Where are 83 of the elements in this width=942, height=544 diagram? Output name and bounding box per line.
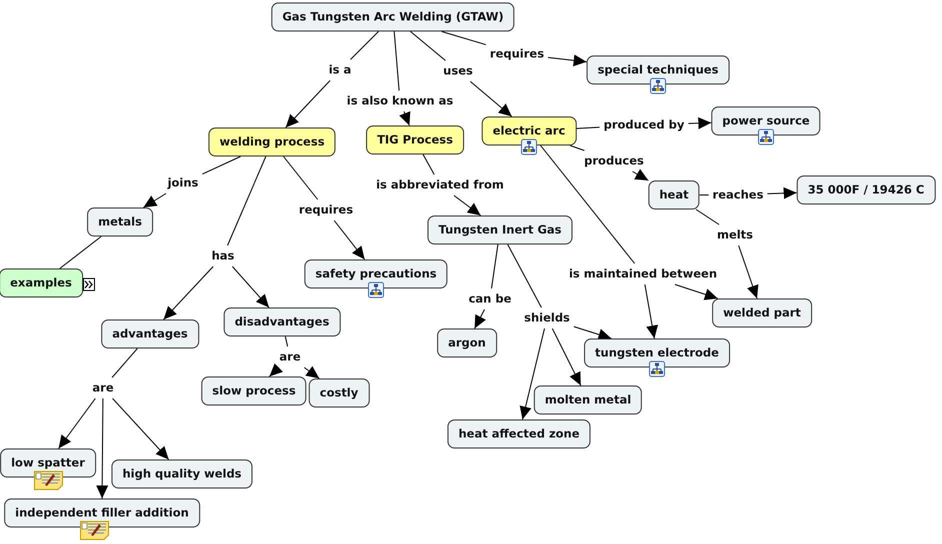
linking-phrase: are: [278, 350, 302, 364]
arrow: [688, 117, 712, 130]
connector-line: [283, 156, 318, 200]
arrow: [285, 80, 331, 128]
arrow: [738, 245, 758, 299]
linking-phrase: can be: [468, 292, 512, 306]
connector-line: [202, 156, 241, 175]
linking-phrase: reaches: [712, 188, 764, 202]
arrow: [470, 81, 512, 117]
linking-phrase: produces: [583, 154, 645, 168]
concept-box: welding process: [208, 128, 336, 156]
arrow: [142, 193, 166, 208]
arrow: [766, 187, 798, 200]
linking-phrase: has: [210, 248, 236, 264]
arrow: [632, 168, 649, 181]
arrow: [674, 284, 718, 300]
connector-line: [441, 31, 486, 46]
arrow: [304, 366, 320, 379]
concept-box: argon: [437, 328, 497, 358]
concept-box: high quality welds: [111, 460, 253, 488]
arrow: [573, 326, 612, 340]
arrow: [644, 284, 658, 339]
concept-box: power source: [711, 106, 821, 136]
linking-phrase: produced by: [602, 118, 686, 132]
linking-phrase: melts: [716, 228, 754, 242]
concept-box: costly: [308, 378, 370, 408]
arrow: [454, 195, 482, 216]
linking-phrase: is abbreviated from: [375, 178, 505, 192]
arrow: [474, 309, 486, 329]
concept-box: examples: [0, 268, 83, 298]
linking-phrase: uses: [442, 64, 474, 78]
arrow: [552, 328, 582, 386]
linking-phrase: is maintained between: [568, 266, 718, 282]
linking-phrase: joins: [166, 176, 200, 190]
concept-box: welded part: [712, 298, 812, 328]
arrow: [163, 266, 214, 320]
arrow: [112, 398, 170, 460]
connector-line: [410, 31, 446, 61]
connector-line: [227, 156, 266, 246]
concept-box: special techniques: [586, 56, 730, 84]
connector-line: [696, 209, 720, 225]
concept-box: heat: [648, 180, 700, 210]
arrow: [520, 328, 545, 420]
arrow: [96, 398, 108, 499]
concept-box: 35 000F / 19426 C: [796, 176, 936, 204]
linking-phrase: requires: [488, 46, 546, 62]
connector-line: [394, 31, 400, 91]
concept-box: low spatter: [0, 448, 96, 478]
concept-box: advantages: [101, 320, 199, 348]
connector-line: [284, 336, 288, 347]
linking-phrase: requires: [298, 202, 354, 218]
arrow: [334, 220, 366, 260]
connector-line: [570, 145, 585, 151]
concept-box: slow process: [201, 376, 307, 406]
concept-box: tungsten electrode: [584, 338, 730, 368]
concept-box: safety precautions: [304, 260, 448, 288]
concept-box: disadvantages: [224, 308, 340, 336]
connector-line: [422, 154, 435, 175]
concept-box: TIG Process: [366, 126, 464, 154]
linking-phrase: shields: [523, 310, 571, 326]
arrow: [268, 363, 283, 377]
concept-box: Gas Tungsten Arc Welding (GTAW): [271, 2, 515, 32]
connector-line: [699, 194, 710, 196]
connector-line: [350, 31, 379, 60]
connector-line: [491, 244, 498, 289]
concept-box: electric arc: [482, 116, 576, 146]
linking-phrase: are: [91, 380, 115, 396]
arrow: [232, 266, 270, 308]
connector-line: [540, 145, 636, 264]
concept-box: Tungsten Inert Gas: [428, 216, 572, 244]
connector-line: [112, 348, 138, 378]
connector-line: [59, 236, 102, 269]
concept-box: molten metal: [534, 386, 642, 414]
concept-box: metals: [87, 208, 153, 236]
concept-box: independent filler addition: [4, 498, 200, 528]
arrow: [399, 111, 410, 126]
linking-phrase: is also known as: [346, 94, 454, 108]
concept-box: heat affected zone: [447, 420, 591, 448]
arrow: [548, 54, 588, 66]
arrow: [58, 398, 96, 449]
linking-phrase: is a: [328, 62, 352, 78]
connector-line: [576, 126, 600, 129]
connector-line: [507, 244, 542, 308]
